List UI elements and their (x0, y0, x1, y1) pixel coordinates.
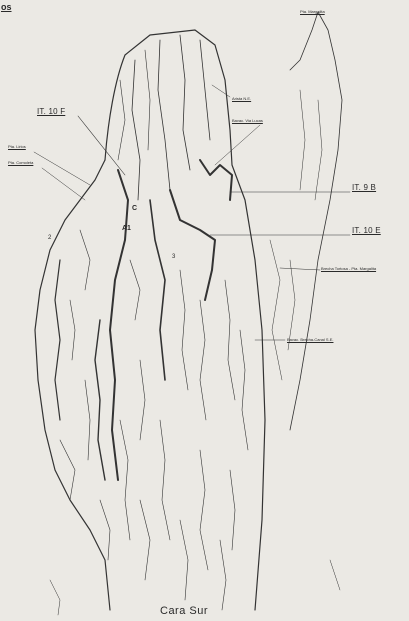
label-pta-margalita: Pta. Margalita (300, 9, 325, 14)
leader-brecha-tortosa (280, 268, 320, 270)
route-marker-a1: A1 (122, 225, 131, 232)
corner-text: os (1, 2, 12, 12)
leader-arista (212, 85, 230, 97)
route-line-9b (200, 160, 232, 200)
route-marker-3: 3 (172, 254, 175, 260)
label-it10f: IT. 10 F (37, 107, 65, 116)
leader-bvac-lucas (215, 125, 260, 165)
label-bvac-via-lucas: Bavac. Via Lucas (232, 118, 263, 123)
label-bvac-brecha-canal: Bavac. Brecha-Canal S.E. (287, 337, 333, 342)
label-pta-comoleta: Pta. Comoleta (8, 160, 33, 165)
label-brecha-tortosa: Brecha Tortosa - Pta. Margalita (321, 266, 376, 271)
background-ridge (290, 12, 342, 430)
route-marker-c: C (132, 205, 137, 212)
leader-comoleta (42, 168, 85, 200)
label-it10e: IT. 10 E (352, 226, 381, 235)
pinnacle-outline (105, 30, 265, 610)
route-line-10f (110, 170, 128, 480)
label-arista-ne: Arista N.E. (232, 96, 251, 101)
label-it9b: IT. 9 B (352, 183, 376, 192)
route-line-10e (170, 190, 215, 300)
figure-caption: Cara Sur (160, 605, 208, 617)
route-marker-2: 2 (48, 235, 51, 241)
label-pta-lirios: Pta. Lirios (8, 144, 26, 149)
